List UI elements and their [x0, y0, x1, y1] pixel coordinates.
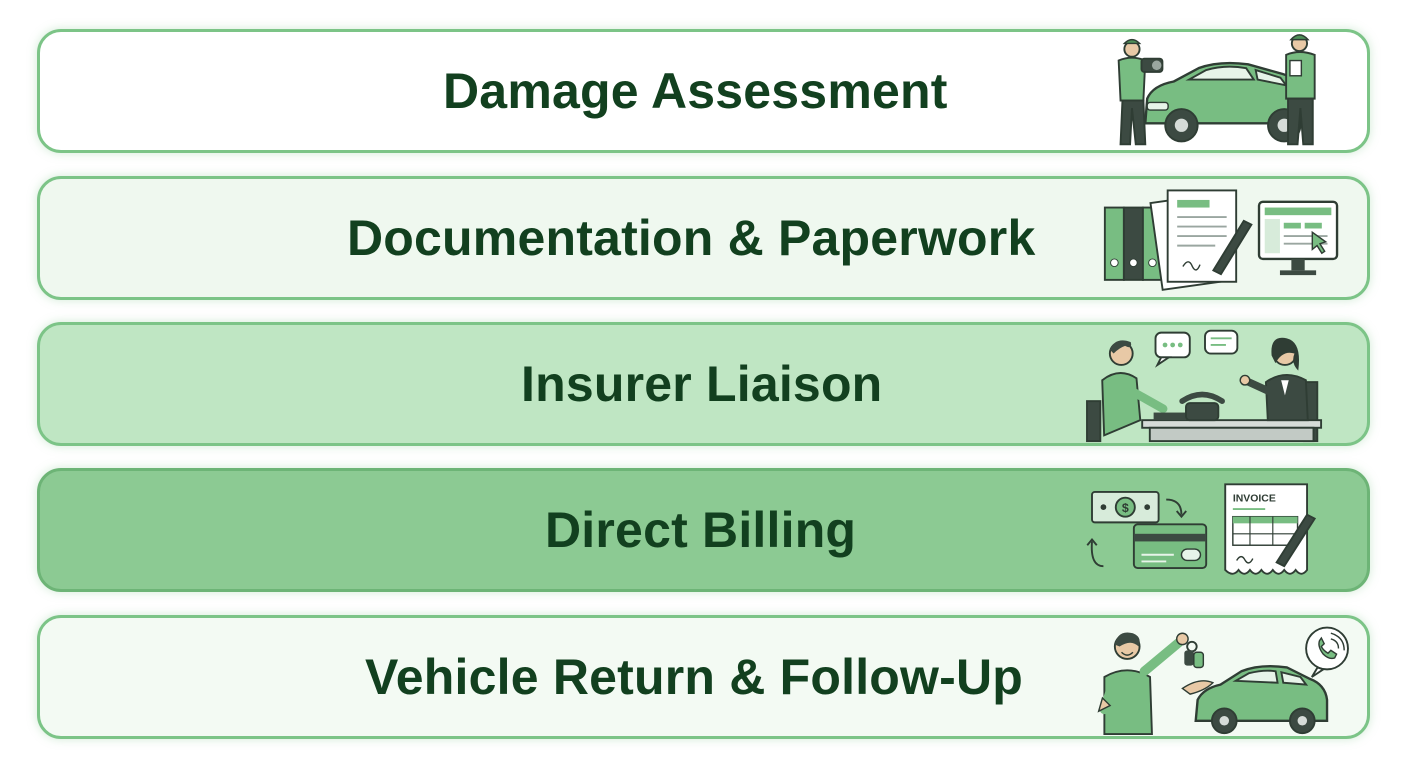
step-vehicle-return-follow-up: Vehicle Return & Follow-Up: [37, 615, 1370, 739]
step-damage-assessment: Damage Assessment: [37, 29, 1370, 153]
step-label: Documentation & Paperwork: [347, 210, 1036, 266]
payment-invoice-icon: $ INVOICE: [1086, 483, 1317, 575]
step-direct-billing: Direct Billing $ INVOICE: [37, 468, 1370, 592]
keys-car-phone-icon: [1097, 626, 1349, 736]
step-label: Damage Assessment: [443, 63, 948, 119]
mechanics-inspecting-car-icon: [1117, 34, 1316, 146]
step-insurer-liaison: Insurer Liaison: [37, 322, 1370, 446]
step-label: Insurer Liaison: [521, 356, 883, 412]
step-label: Vehicle Return & Follow-Up: [365, 649, 1024, 705]
customer-meeting-agent-icon: [1086, 329, 1323, 443]
binders-documents-computer-icon: [1103, 189, 1339, 291]
svg-text:$: $: [1122, 501, 1129, 515]
invoice-text: INVOICE: [1233, 493, 1276, 504]
step-label: Direct Billing: [545, 502, 857, 558]
step-documentation-paperwork: Documentation & Paperwork: [37, 176, 1370, 300]
